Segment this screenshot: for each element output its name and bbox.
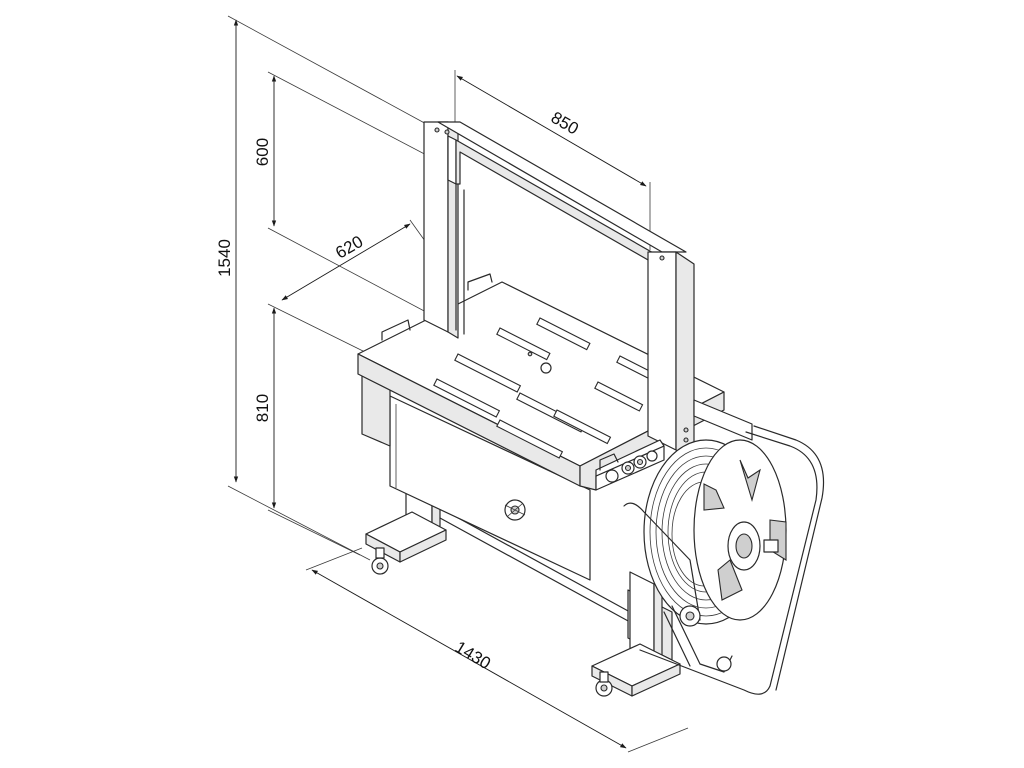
strapping-arch xyxy=(423,121,695,459)
machine-illustration xyxy=(357,121,825,697)
dimension-label-620: 620 xyxy=(332,232,366,263)
strap-reel xyxy=(623,425,825,695)
dimension-overall-height: 1540 xyxy=(215,15,431,561)
dimension-label-1540: 1540 xyxy=(215,239,234,277)
front-foot xyxy=(591,643,681,697)
dimension-table-depth: 620 xyxy=(281,219,441,301)
dimension-label-810: 810 xyxy=(253,394,272,422)
dimension-label-850: 850 xyxy=(548,108,582,139)
control-panel xyxy=(595,439,665,491)
dimension-label-1430: 1430 xyxy=(452,637,494,673)
dimension-label-600: 600 xyxy=(253,138,272,166)
rear-foot xyxy=(365,511,447,575)
dimension-table-height: 810 xyxy=(253,303,366,556)
lower-cabinet xyxy=(361,371,591,581)
